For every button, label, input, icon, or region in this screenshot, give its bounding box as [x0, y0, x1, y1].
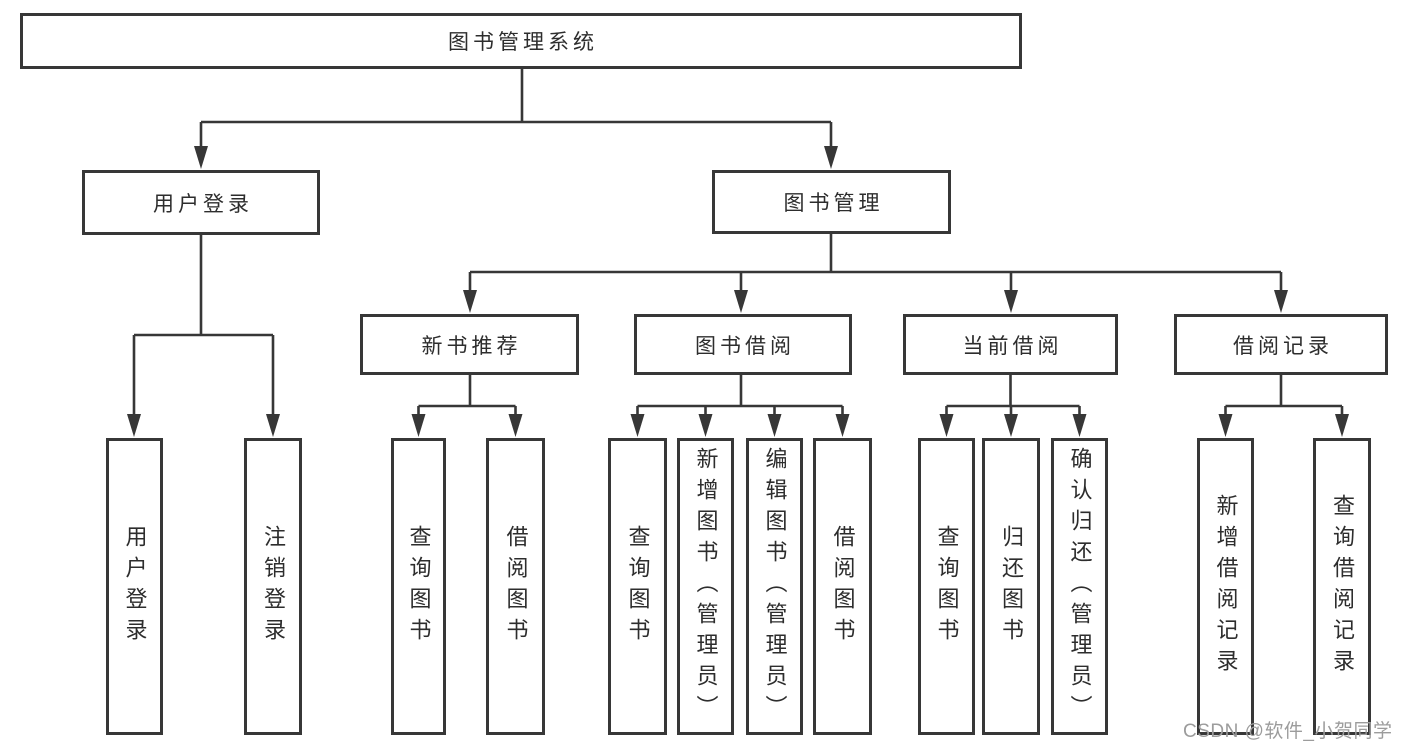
node-borrow-records-label: 借阅记录 [1233, 334, 1333, 358]
leaf-records-add-record: 新增借阅记录 [1197, 438, 1254, 735]
leaf-user-login-label: 用户登录 [122, 524, 148, 649]
node-current-borrow: 当前借阅 [903, 314, 1118, 375]
arrow-icon [1335, 414, 1349, 437]
node-book-management-label: 图书管理 [783, 192, 884, 215]
arrow-icon [1072, 414, 1087, 437]
leaf-records-query-record: 查询借阅记录 [1313, 438, 1371, 735]
leaf-records-query-record-label: 查询借阅记录 [1330, 493, 1355, 680]
leaf-current-confirm-return: 确认归还（管理员） [1051, 438, 1108, 735]
leaf-user-login: 用户登录 [106, 438, 163, 735]
node-user-login: 用户登录 [82, 170, 320, 235]
leaf-borrow-edit-book: 编辑图书（管理员） [746, 438, 803, 735]
arrow-icon [767, 414, 782, 437]
leaf-logout: 注销登录 [244, 438, 302, 735]
leaf-recommend-borrow-book-label: 借阅图书 [503, 524, 529, 649]
arrow-icon [835, 414, 850, 437]
node-root: 图书管理系统 [20, 13, 1022, 69]
leaf-current-return-book-label: 归还图书 [999, 524, 1024, 649]
leaf-borrow-query-book-label: 查询图书 [625, 524, 651, 649]
node-book-management: 图书管理 [712, 170, 951, 234]
arrow-icon [127, 414, 141, 437]
leaf-current-confirm-return-label: 确认归还（管理员） [1067, 447, 1093, 726]
leaf-current-query-book-label: 查询图书 [934, 524, 960, 649]
node-book-borrow-label: 图书借阅 [695, 334, 795, 358]
leaf-borrow-add-book: 新增图书（管理员） [677, 438, 734, 735]
arrow-icon [824, 146, 838, 169]
arrow-icon [698, 414, 713, 437]
leaf-borrow-borrow-book-label: 借阅图书 [830, 524, 856, 649]
leaf-borrow-edit-book-label: 编辑图书（管理员） [762, 447, 788, 726]
node-book-borrow: 图书借阅 [634, 314, 852, 375]
leaf-borrow-query-book: 查询图书 [608, 438, 667, 735]
leaf-borrow-borrow-book: 借阅图书 [813, 438, 872, 735]
arrow-icon [939, 414, 954, 437]
node-new-book-recommend-label: 新书推荐 [421, 334, 522, 358]
leaf-current-return-book: 归还图书 [982, 438, 1040, 735]
arrow-icon [411, 414, 426, 437]
arrow-icon [1274, 290, 1288, 313]
leaf-recommend-query-book: 查询图书 [391, 438, 446, 735]
arrow-icon [1218, 414, 1233, 437]
leaf-records-add-record-label: 新增借阅记录 [1213, 493, 1239, 680]
node-user-login-label: 用户登录 [153, 192, 253, 216]
arrow-icon [630, 414, 645, 437]
leaf-borrow-add-book-label: 新增图书（管理员） [693, 447, 719, 726]
arrowheads [127, 146, 1349, 437]
leaf-recommend-borrow-book: 借阅图书 [486, 438, 545, 735]
arrow-icon [266, 414, 280, 437]
arrow-icon [194, 146, 208, 169]
arrow-icon [734, 290, 748, 313]
leaf-recommend-query-book-label: 查询图书 [406, 524, 432, 649]
arrow-icon [1004, 290, 1018, 313]
leaf-logout-label: 注销登录 [261, 524, 286, 649]
node-current-borrow-label: 当前借阅 [962, 334, 1063, 358]
node-root-label: 图书管理系统 [448, 31, 598, 54]
arrow-icon [1004, 414, 1018, 437]
node-borrow-records: 借阅记录 [1174, 314, 1388, 375]
watermark: CSDN @软件_小贺同学 [1183, 721, 1393, 742]
leaf-current-query-book: 查询图书 [918, 438, 975, 735]
node-new-book-recommend: 新书推荐 [360, 314, 579, 375]
arrow-icon [463, 290, 477, 313]
arrow-icon [508, 414, 523, 437]
tree-edges [132, 69, 1344, 419]
